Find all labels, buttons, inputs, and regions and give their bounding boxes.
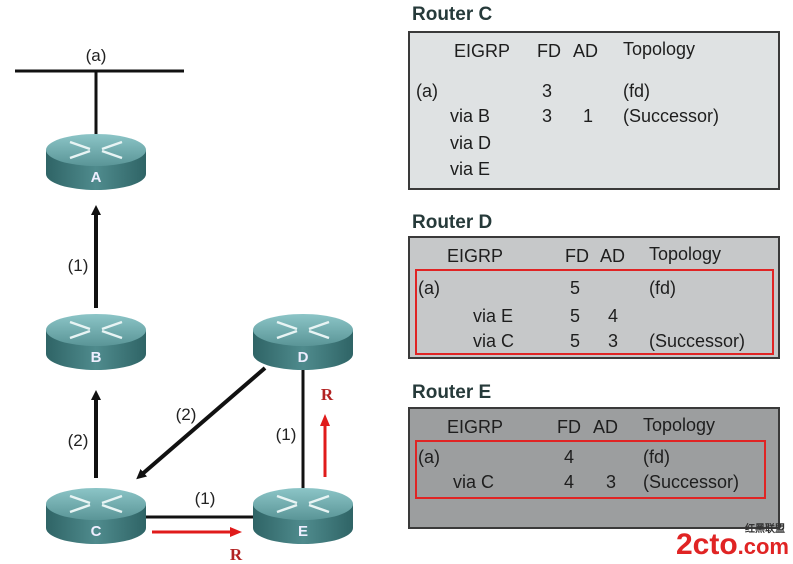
header-fd: FD [565, 246, 589, 266]
row-ad: 4 [608, 306, 619, 326]
router-c: C [46, 488, 146, 544]
router-label: B [91, 349, 102, 366]
row-via: via C [473, 331, 515, 351]
header-eigrp: EIGRP [454, 41, 511, 61]
router-c-title: Router C [412, 4, 493, 25]
row-ad: 1 [583, 106, 594, 126]
watermark: 2cto.com 红黑联盟 [675, 524, 789, 562]
header-eigrp: EIGRP [447, 417, 504, 437]
router-label: E [298, 523, 308, 540]
header-topology: Topology [643, 415, 716, 435]
header-topology: Topology [623, 39, 696, 59]
reply-label-e-d: R [321, 385, 334, 404]
metric-c-b: (2) [68, 431, 89, 450]
router-a: A [46, 134, 146, 190]
router-d-table: EIGRP FD AD Topology (a) 5 (fd) via E 5 … [408, 236, 780, 359]
router-arrows-icon [276, 494, 330, 514]
metric-c-e: (1) [195, 489, 216, 508]
network-label: (a) [86, 46, 107, 65]
watermark-tag: 红黑联盟 [745, 524, 785, 535]
header-eigrp: EIGRP [447, 246, 504, 266]
row-topology: (fd) [649, 278, 676, 298]
router-arrows-icon [69, 494, 123, 514]
router-arrows-icon [69, 140, 123, 160]
row-via: via C [453, 472, 495, 492]
highlight-box [415, 269, 774, 355]
row-via: via E [450, 159, 491, 179]
router-label: D [298, 349, 309, 366]
row-ad: 3 [606, 472, 617, 492]
router-arrows-icon [69, 320, 123, 340]
row-dest: (a) [418, 278, 440, 298]
router-d-title: Router D [412, 212, 493, 233]
row-fd: 3 [542, 106, 553, 126]
row-topology: (Successor) [623, 106, 720, 126]
router-c-table: EIGRP FD AD Topology (a) 3 (fd) via B 3 … [408, 31, 780, 190]
row-fd: 5 [570, 278, 581, 298]
metric-b-a: (1) [68, 256, 89, 275]
row-fd: 4 [564, 447, 575, 467]
row-fd: 4 [564, 472, 575, 492]
row-fd: 5 [570, 331, 581, 351]
reply-label-c-e: R [230, 545, 243, 564]
router-label: A [91, 169, 102, 186]
link-d-c [136, 366, 267, 480]
router-e-table: EIGRP FD AD Topology (a) 4 (fd) via C 4 … [408, 407, 780, 529]
row-topology: (Successor) [643, 472, 740, 492]
metric-d-c: (2) [176, 405, 197, 424]
row-via: via B [450, 106, 491, 126]
watermark-logo: 2cto [675, 528, 738, 561]
row-dest: (a) [416, 81, 438, 101]
row-topology: (Successor) [649, 331, 746, 351]
watermark-suffix: .com [737, 534, 789, 559]
metric-d-e: (1) [276, 425, 297, 444]
row-via: via D [450, 133, 492, 153]
header-ad: AD [600, 246, 626, 266]
header-topology: Topology [649, 244, 722, 264]
router-e-title: Router E [412, 382, 492, 403]
row-via: via E [473, 306, 514, 326]
row-fd: 3 [542, 81, 553, 101]
router-arrows-icon [276, 320, 330, 340]
header-ad: AD [593, 417, 619, 437]
header-ad: AD [573, 41, 599, 61]
row-topology: (fd) [623, 81, 650, 101]
row-fd: 5 [570, 306, 581, 326]
router-d: D [253, 314, 353, 370]
row-topology: (fd) [643, 447, 670, 467]
router-b: B [46, 314, 146, 370]
eigrp-topology-diagram: (a) (1) (2) (2) (1) (1) R R A B C [15, 46, 353, 564]
header-fd: FD [557, 417, 581, 437]
row-dest: (a) [418, 447, 440, 467]
header-fd: FD [537, 41, 561, 61]
router-label: C [91, 523, 102, 540]
router-e: E [253, 488, 353, 544]
row-ad: 3 [608, 331, 619, 351]
highlight-box [415, 440, 766, 499]
